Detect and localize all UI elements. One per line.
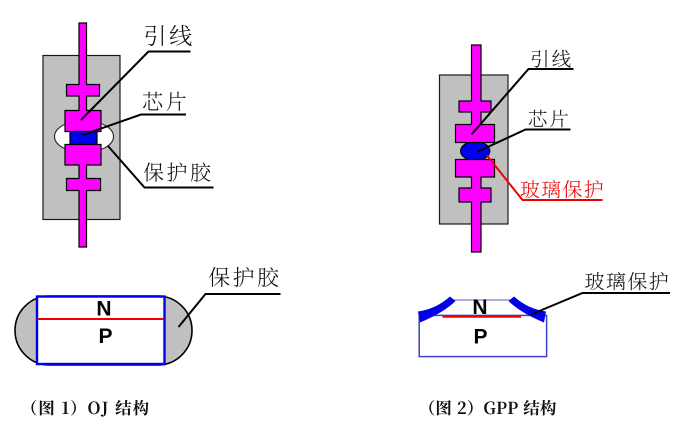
fig2-label-lead [531, 49, 571, 68]
fig1-cross-leader-glue [177, 293, 281, 328]
fig2-leader-chip [477, 128, 571, 153]
fig1-region-n: N [96, 298, 111, 321]
fig1-cross-section: N P [14, 295, 193, 366]
fig2-diode [438, 44, 509, 253]
fig1-diode [42, 22, 121, 248]
fig1-leader-chip [82, 113, 186, 136]
fig1-label-glue [143, 162, 211, 182]
fig2-region-p: P [473, 326, 487, 349]
fig1-cross-label-glue [208, 266, 279, 288]
fig1-chip-rect [69, 130, 98, 146]
fig2-label-glass [520, 179, 603, 199]
fig2-caption [429, 399, 557, 416]
fig1-label-lead [145, 24, 192, 47]
fig1-die-rect [35, 295, 166, 366]
fig2-leader-lead [470, 68, 574, 136]
fig2-leader-glass [486, 154, 603, 201]
fig1-leader-glue [107, 145, 214, 189]
fig2-glass-wing-left [418, 296, 456, 323]
fig2-glass-wing-right [508, 296, 546, 323]
fig2-lead-upper [454, 44, 496, 144]
fig1-region-p: P [98, 325, 112, 348]
fig1-lead-upper [64, 22, 102, 133]
fig2-label-chip [528, 109, 568, 128]
fig2-cross-leader-glass [530, 292, 670, 316]
fig1-leader-lead [80, 50, 191, 121]
fig1-lead-lower [64, 143, 102, 248]
fig1-label-chip [142, 91, 186, 111]
fig2-lead-lower [454, 158, 496, 253]
fig2-chip-ball [460, 140, 491, 162]
fig2-cross-section: N P [418, 296, 548, 358]
fig1-caption [31, 399, 149, 417]
fig2-region-n: N [472, 296, 487, 319]
fig2-cross-label-glass [585, 271, 668, 291]
